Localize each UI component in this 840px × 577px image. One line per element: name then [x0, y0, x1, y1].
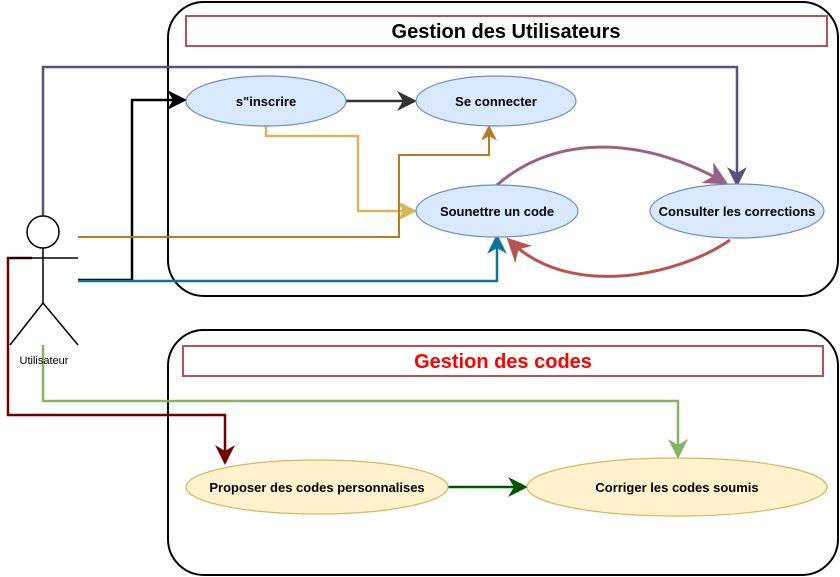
actor-head [26, 215, 60, 249]
usecase-inscrire-label: s"inscrire [236, 94, 296, 109]
edge-soumettre-consulter [496, 145, 729, 187]
usecase-inscrire [185, 75, 347, 127]
usecase-corriger [526, 457, 828, 517]
edge-actor-connecter [78, 124, 497, 238]
actor-label: Utilisateur [20, 355, 69, 367]
title-codes: Gestion des codes [414, 351, 592, 373]
edge-actor-corriger [41, 345, 688, 459]
title-users: Gestion des Utilisateurs [392, 21, 621, 43]
edge-actor-soumettre [78, 234, 507, 283]
edge-inscrire-soumettre [264, 126, 417, 221]
usecase-proposer [185, 459, 449, 515]
title-box-users [185, 15, 828, 47]
usecase-connecter [415, 75, 577, 127]
usecase-consulter-label: Consulter les corrections [659, 204, 816, 219]
usecase-soumettre [415, 184, 579, 238]
edge-consulter-soumettre [506, 237, 731, 278]
usecase-connecter-label: Se connecter [455, 94, 537, 109]
usecase-corriger-label: Corriger les codes soumis [595, 480, 758, 495]
actor-utilisateur [9, 215, 79, 346]
usecase-proposer-label: Proposer des codes personnalises [209, 480, 424, 495]
usecase-soumettre-label: Sounettre un code [440, 204, 554, 219]
title-box-codes [182, 345, 824, 377]
usecase-consulter [649, 183, 825, 239]
edge-actor-consulter [41, 65, 747, 216]
